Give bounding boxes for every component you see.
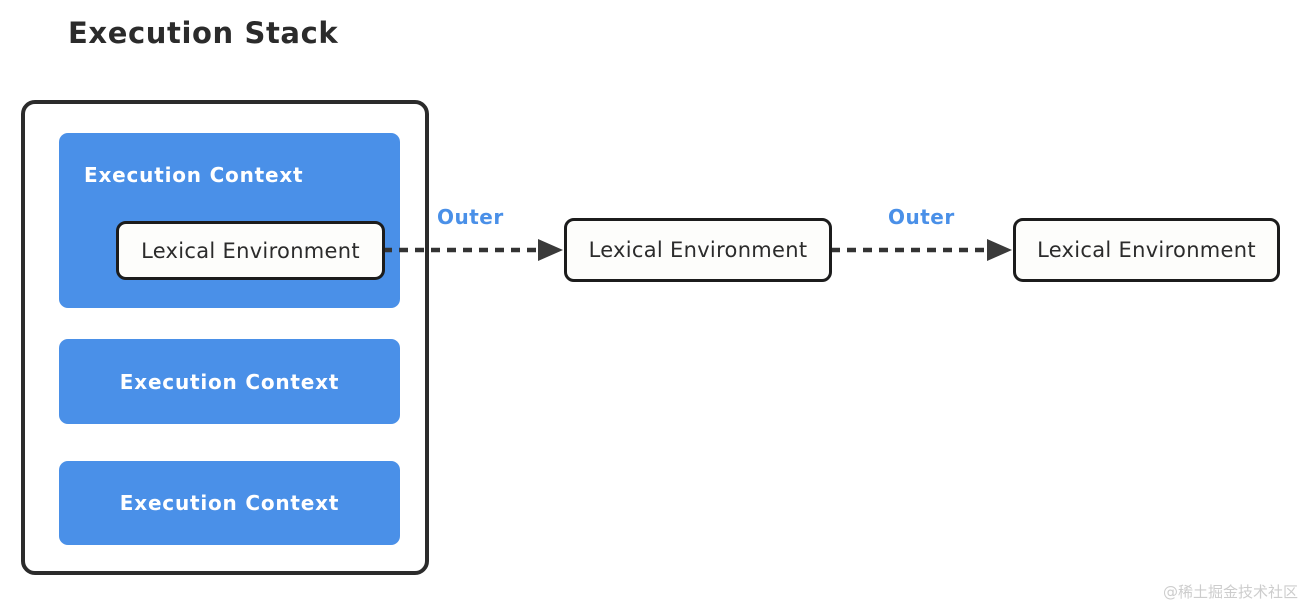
lexical-environment-label-1: Lexical Environment: [141, 238, 360, 263]
lexical-environment-label-2: Lexical Environment: [588, 238, 808, 262]
page-title: Execution Stack: [68, 16, 339, 50]
watermark: @稀土掘金技术社区: [1162, 583, 1298, 601]
execution-context-block-2: Execution Context: [59, 339, 400, 424]
lexical-environment-box-3: Lexical Environment: [1013, 218, 1280, 282]
connector-label-outer-2: Outer: [888, 205, 955, 229]
connector-arrow-2: [831, 236, 1014, 264]
connector-label-outer-1: Outer: [437, 205, 504, 229]
execution-context-label-2: Execution Context: [119, 369, 340, 394]
execution-stack-container: Execution Context Execution Context Exec…: [21, 100, 429, 575]
connector-arrow-1: [383, 236, 565, 264]
execution-context-label-3: Execution Context: [119, 491, 340, 515]
lexical-environment-box-2: Lexical Environment: [564, 218, 832, 282]
execution-context-block-3: Execution Context: [59, 461, 400, 545]
lexical-environment-box-1: Lexical Environment: [116, 221, 385, 280]
execution-context-label-1: Execution Context: [84, 163, 304, 187]
lexical-environment-label-3: Lexical Environment: [1037, 238, 1256, 262]
